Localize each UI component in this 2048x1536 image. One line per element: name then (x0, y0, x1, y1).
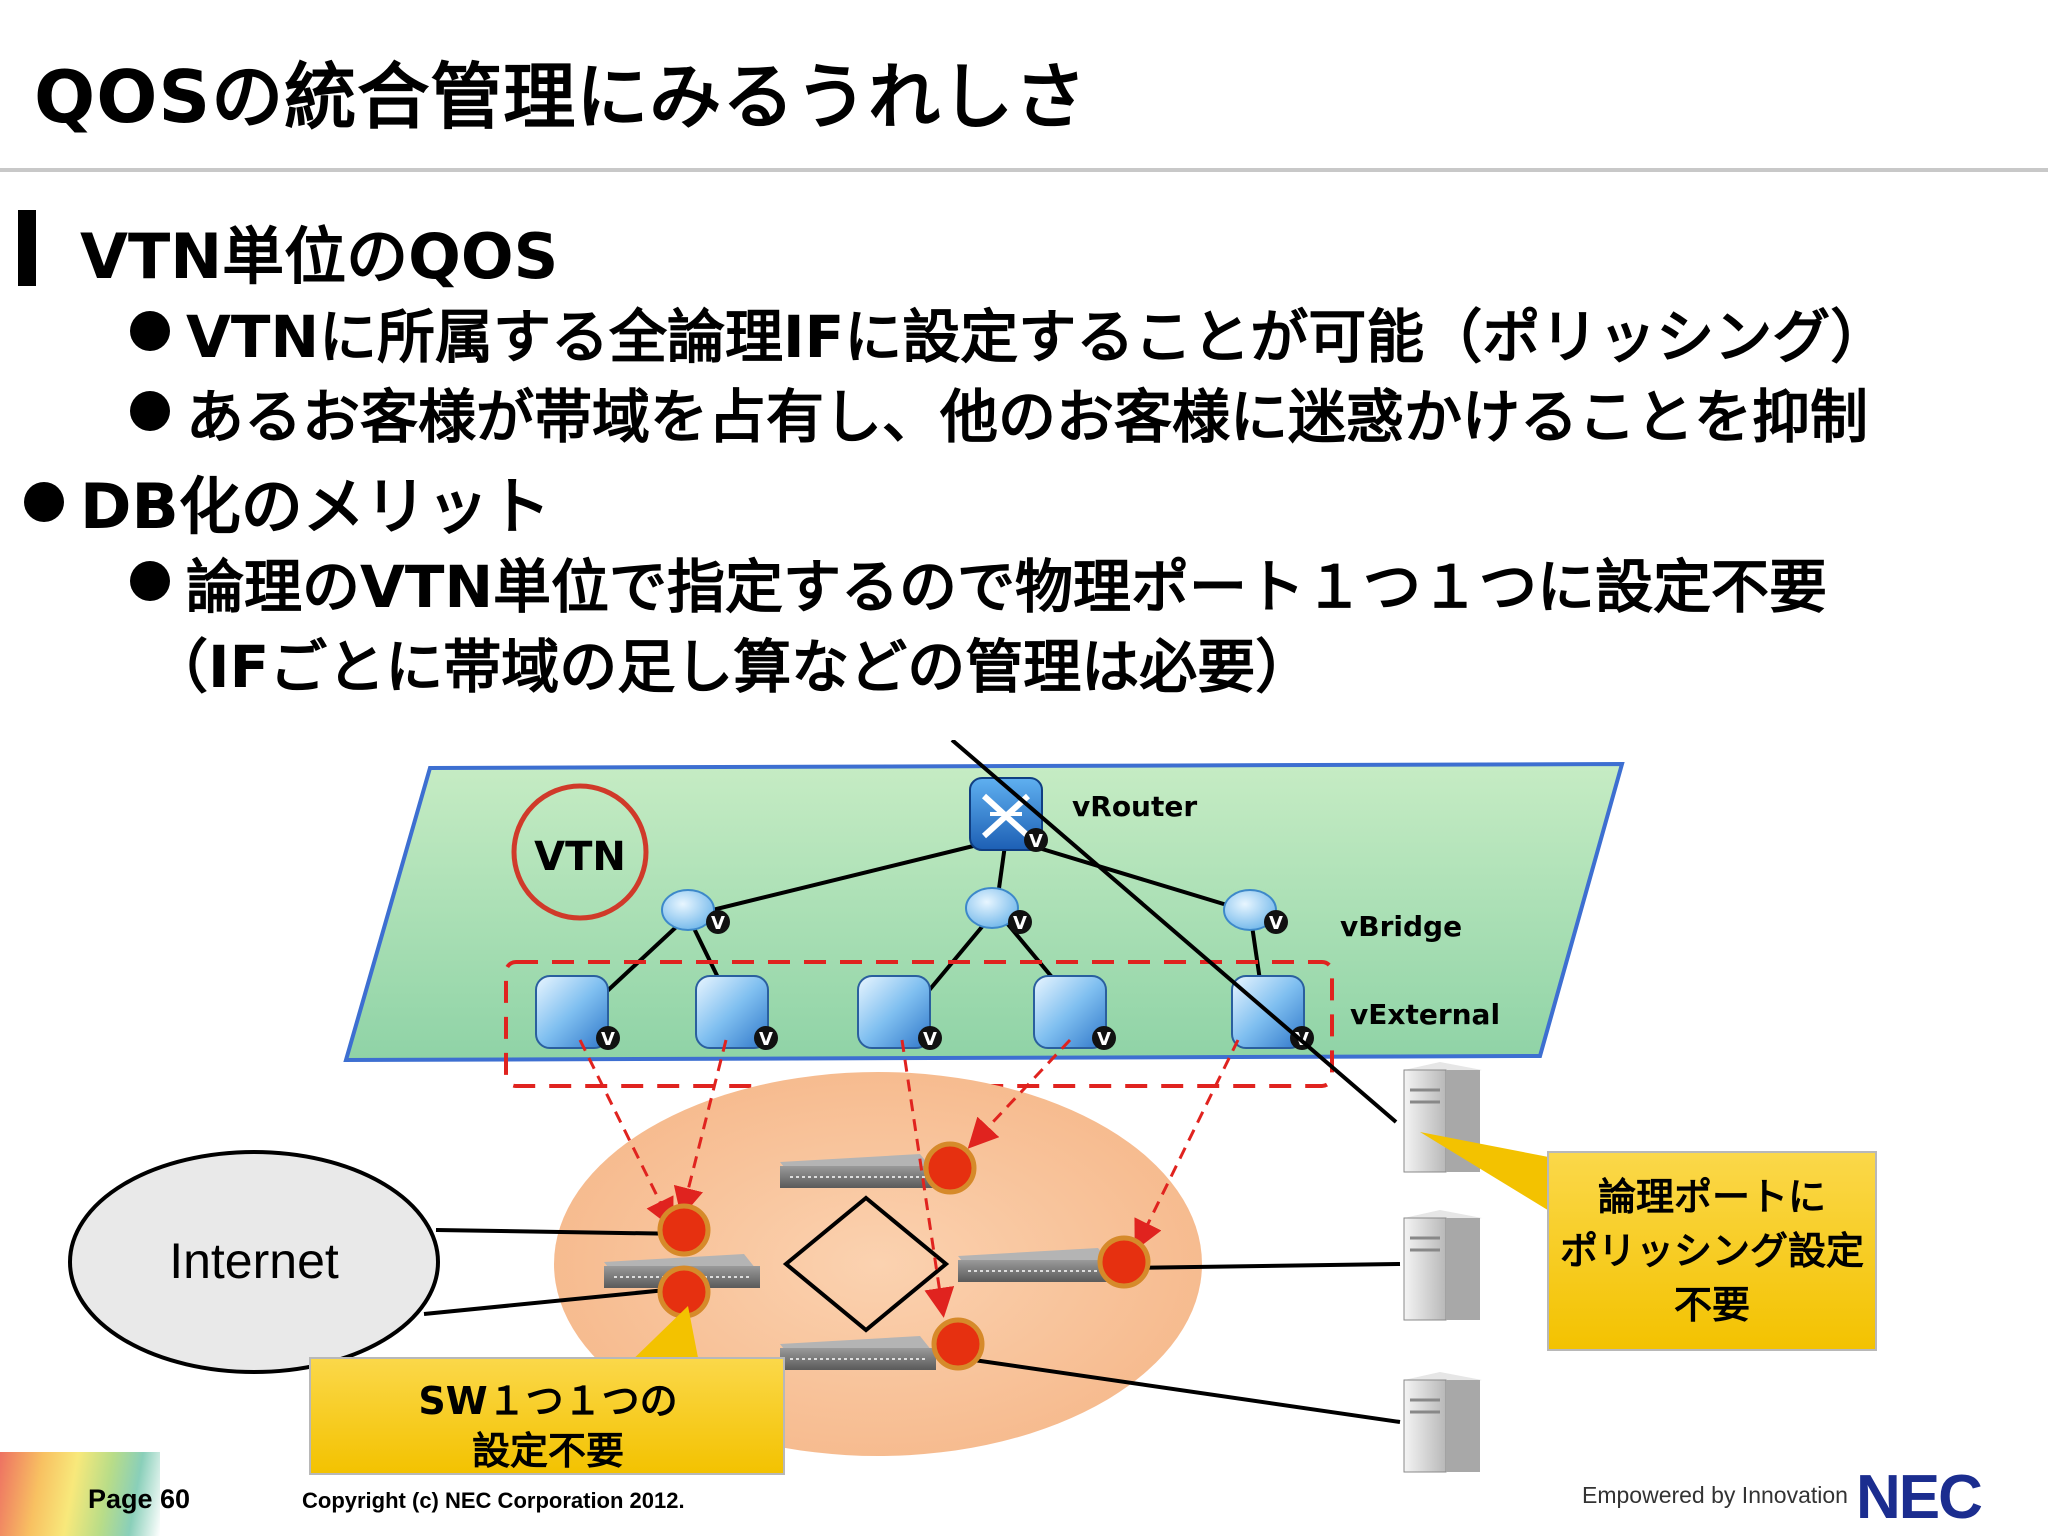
nec-logo: NEC (1856, 1463, 1983, 1532)
vbridge-label: vBridge (1340, 910, 1462, 943)
bullet-row: 論理のVTN単位で指定するので物理ポート１つ１つに設定不要 (130, 540, 1827, 624)
switch-icon (958, 1248, 1114, 1282)
bullet-dot (24, 482, 64, 522)
switch-icon (780, 1154, 936, 1188)
bullet-row: あるお客様が帯域を占有し、他のお客様に迷惑かけることを抑制 (130, 370, 1868, 454)
port-dots (657, 1141, 1151, 1371)
callout-switch-line: 設定不要 (472, 1429, 624, 1473)
bullet-dot (130, 311, 170, 351)
vexternal-icon: V (535, 975, 620, 1050)
callout-pointer (1420, 1132, 1564, 1220)
callout-logical-port (1547, 1151, 1877, 1351)
callout-pointer (624, 1306, 700, 1368)
callout-logical-port-line: ポリッシング設定 (1560, 1229, 1864, 1273)
svg-text:V: V (1097, 1029, 1111, 1050)
svg-text:V: V (711, 913, 725, 934)
server-icon (1403, 1372, 1482, 1473)
bullet-text: 論理のVTN単位で指定するので物理ポート１つ１つに設定不要 (186, 553, 1827, 621)
vrouter-icon: V (969, 777, 1048, 852)
copyright: Copyright (c) NEC Corporation 2012. (302, 1488, 685, 1513)
svg-text:V: V (923, 1029, 937, 1050)
vbridge-icon: V (1223, 889, 1288, 934)
physical-links (423, 740, 1401, 1424)
server-icon (1403, 1210, 1482, 1321)
callout-logical-port-line: 論理ポートに (1598, 1175, 1826, 1219)
heading-vtn-qos: VTN単位のQOS (80, 220, 559, 293)
title-divider (0, 168, 2048, 172)
page-title: QOSの統合管理にみるうれしさ (34, 55, 1088, 139)
svg-text:V: V (601, 1029, 615, 1050)
page-number: Page 60 (88, 1484, 191, 1514)
vrouter-label: vRouter (1072, 790, 1197, 823)
callout-switch-line: SW１つ１つの (418, 1379, 677, 1423)
network-diagram: VTN V vRouter V (68, 740, 1877, 1475)
footer-color-stripe (0, 1452, 160, 1536)
vexternal-icon: V (1033, 975, 1116, 1050)
bullet-text: VTNに所属する全論理IFに設定することが可能（ポリッシング） (186, 303, 1889, 371)
vtn-label: VTN (534, 834, 626, 880)
switch-icon (780, 1336, 936, 1370)
internet-label: Internet (169, 1233, 339, 1289)
heading-db-merit: DB化のメリット (80, 470, 551, 543)
vbridge-icon: V (965, 887, 1032, 934)
svg-text:V: V (759, 1029, 773, 1050)
svg-text:V: V (1269, 913, 1283, 934)
vexternal-label: vExternal (1350, 998, 1500, 1031)
callout-switch (309, 1357, 785, 1475)
bullet-dot (130, 391, 170, 431)
bullet-text: あるお客様が帯域を占有し、他のお客様に迷惑かけることを抑制 (186, 383, 1869, 451)
vexternal-icon: V (695, 975, 778, 1050)
svg-text:V: V (1013, 913, 1027, 934)
heading-db-merit-row: DB化のメリット (24, 456, 551, 546)
mapping-arrows (578, 1038, 1240, 1318)
bullet-row: VTNに所属する全論理IFに設定することが可能（ポリッシング） (130, 290, 1888, 374)
bullet-dot (130, 561, 170, 601)
vexternal-icon: V (857, 975, 942, 1050)
internet-cloud (68, 1150, 440, 1374)
svg-text:V: V (1029, 831, 1043, 852)
vbridge-icon: V (661, 889, 730, 934)
tagline: Empowered by Innovation (1582, 1482, 1848, 1508)
callout-logical-port-line: 不要 (1674, 1283, 1750, 1327)
vtn-circle (511, 783, 649, 921)
heading-bar-marker (18, 210, 36, 286)
bullet-note: （IFごとに帯域の足し算などの管理は必要） (150, 633, 1314, 701)
